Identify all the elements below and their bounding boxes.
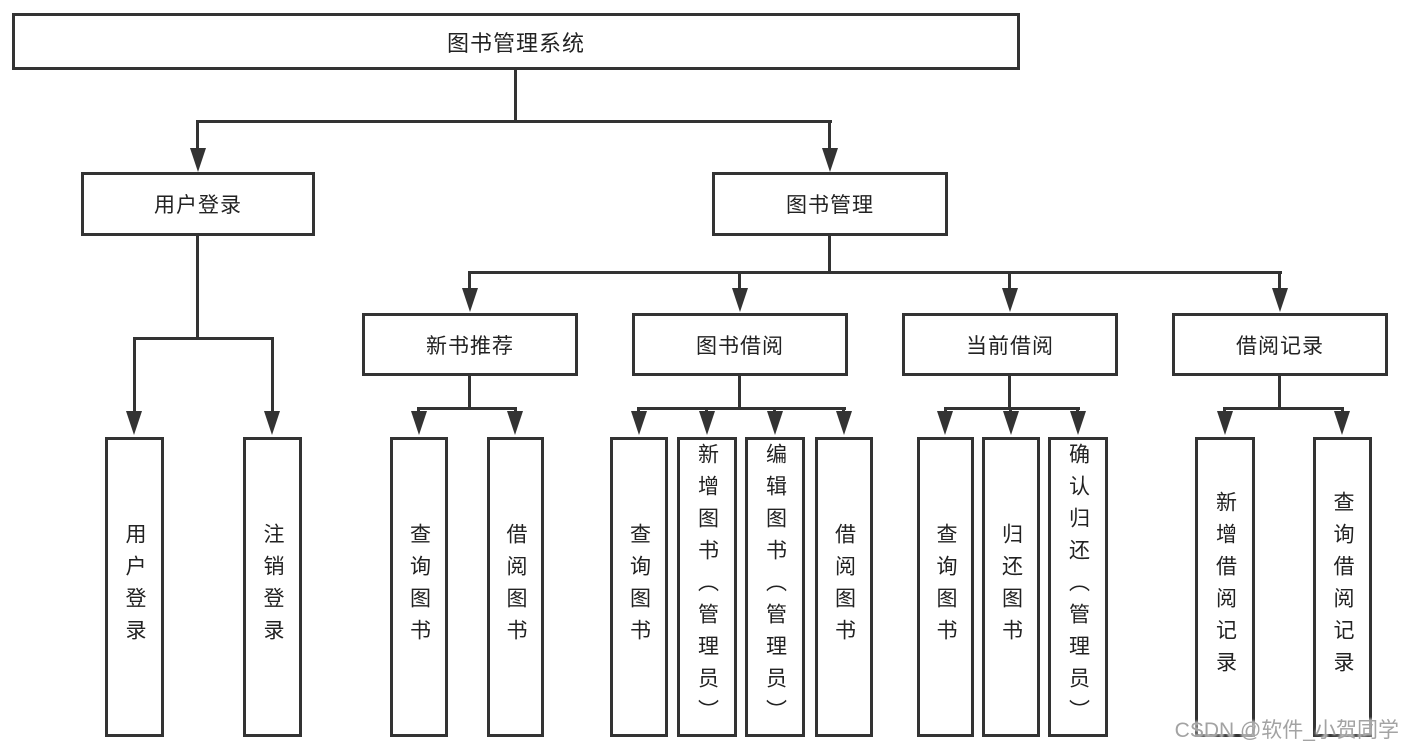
arrowhead-down — [126, 411, 142, 435]
leaf-add-borrow-record: 新增借阅记录 — [1195, 437, 1255, 737]
node-library-management-system: 图书管理系统 — [12, 13, 1020, 70]
connector-new-book-rail — [417, 407, 517, 410]
leaf-logout: 注销登录 — [243, 437, 302, 737]
leaf-query-borrow-record: 查询借阅记录 — [1313, 437, 1372, 737]
arrowhead-down — [462, 288, 478, 312]
arrowhead-down — [767, 411, 783, 435]
node-current-borrowing: 当前借阅 — [902, 313, 1118, 376]
node-borrowing-records: 借阅记录 — [1172, 313, 1388, 376]
leaf-recommend-borrow-books: 借阅图书 — [487, 437, 544, 737]
connector-book-borrow-rail — [637, 407, 846, 410]
arrowhead-down — [699, 411, 715, 435]
connector-records-stem — [1278, 376, 1281, 409]
connector-line — [738, 271, 741, 291]
connector-line — [828, 120, 831, 152]
arrowhead-down — [1217, 411, 1233, 435]
node-user-login: 用户登录 — [81, 172, 315, 236]
leaf-return-books: 归还图书 — [982, 437, 1040, 737]
leaf-add-book-admin: 新增图书（管理员） — [677, 437, 737, 737]
connector-book-borrow-stem — [738, 376, 741, 409]
csdn-watermark: CSDN @软件_小贺同学 — [1174, 719, 1399, 742]
leaf-borrow-books: 借阅图书 — [815, 437, 873, 737]
leaf-edit-book-admin: 编辑图书（管理员） — [745, 437, 805, 737]
connector-new-book-stem — [468, 376, 471, 409]
node-book-borrowing: 图书借阅 — [632, 313, 848, 376]
connector-level2-rail — [469, 271, 1282, 274]
connector-records-rail — [1223, 407, 1344, 410]
arrowhead-down — [1334, 411, 1350, 435]
arrowhead-down — [732, 288, 748, 312]
leaf-current-query-books: 查询图书 — [917, 437, 974, 737]
arrowhead-down — [1002, 288, 1018, 312]
connector-user-login-stem — [196, 236, 199, 339]
leaf-recommend-query-books: 查询图书 — [390, 437, 448, 737]
connector-book-mgmt-stem — [828, 236, 831, 273]
arrowhead-down — [1070, 411, 1086, 435]
arrowhead-down — [507, 411, 523, 435]
arrowhead-down — [822, 148, 838, 172]
connector-line — [1278, 271, 1281, 291]
arrowhead-down — [836, 411, 852, 435]
leaf-borrow-query-books: 查询图书 — [610, 437, 668, 737]
connector-current-borrow-stem — [1008, 376, 1011, 409]
arrowhead-down — [264, 411, 280, 435]
connector-line — [1008, 271, 1011, 291]
arrowhead-down — [411, 411, 427, 435]
arrowhead-down — [631, 411, 647, 435]
leaf-user-login: 用户登录 — [105, 437, 164, 737]
connector-user-login-rail — [133, 337, 274, 340]
connector-line — [271, 337, 274, 413]
arrowhead-down — [190, 148, 206, 172]
connector-line — [133, 337, 136, 413]
leaf-confirm-return-admin: 确认归还（管理员） — [1048, 437, 1108, 737]
connector-line — [468, 271, 471, 291]
connector-current-borrow-rail — [944, 407, 1080, 410]
arrowhead-down — [1003, 411, 1019, 435]
arrowhead-down — [1272, 288, 1288, 312]
node-new-book-recommend: 新书推荐 — [362, 313, 578, 376]
connector-line — [196, 120, 199, 152]
connector-root-stem — [514, 70, 517, 122]
node-book-management: 图书管理 — [712, 172, 948, 236]
arrowhead-down — [937, 411, 953, 435]
connector-level1-rail — [197, 120, 832, 123]
